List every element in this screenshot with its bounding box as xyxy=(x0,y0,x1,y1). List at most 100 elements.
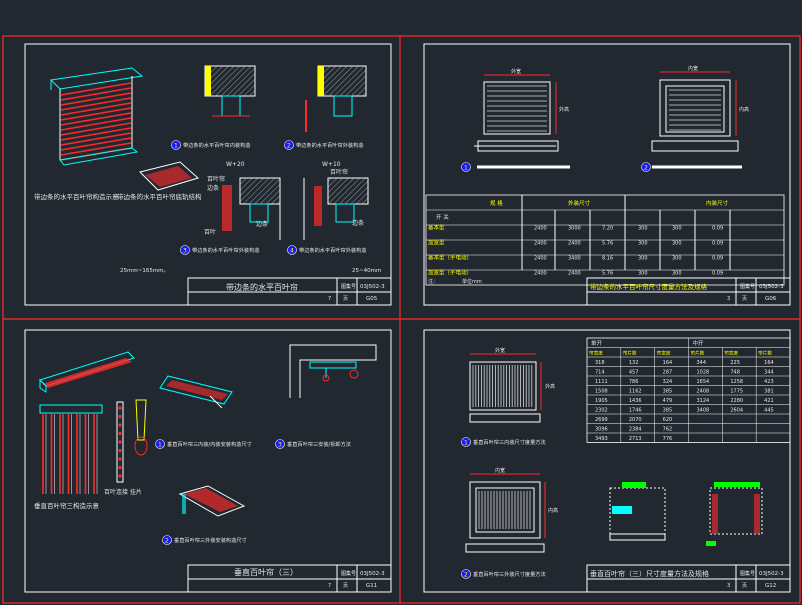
cell: 2604 xyxy=(730,408,743,414)
cell: 1654 xyxy=(697,379,710,385)
sheet-title: 垂直百叶帘（三） xyxy=(234,567,298,577)
mount-detail-right xyxy=(706,482,763,546)
cell: 5.76 xyxy=(602,241,613,247)
sheet-no: 7 xyxy=(328,296,331,302)
cell: 2400 xyxy=(534,226,547,232)
cell: 2400 xyxy=(534,256,547,262)
chain-link xyxy=(118,465,122,470)
item-marker xyxy=(641,162,651,172)
page-label: 页 xyxy=(343,583,348,589)
group-header: 外装尺寸 xyxy=(568,199,591,207)
cell: 385 xyxy=(663,389,673,395)
chain-link xyxy=(118,414,122,419)
cell: 2713 xyxy=(629,436,642,442)
sheet-title: 垂直百叶帘（三）尺寸度量方法及规格 xyxy=(590,569,709,578)
dim-outer-height: 外高 xyxy=(559,106,569,113)
dim-outer-width: 外宽 xyxy=(495,347,505,354)
horizontal-blind-iso xyxy=(49,67,144,166)
slat xyxy=(60,107,132,121)
row-label: 加宽型（手电动） xyxy=(428,269,472,277)
cell: 0.09 xyxy=(712,256,723,262)
vertical-blind-elevation-2 xyxy=(465,473,546,553)
cell: 748 xyxy=(730,370,740,376)
cell: 2070 xyxy=(629,417,642,423)
col-header: 帘宽度 xyxy=(657,350,671,357)
cell: 3408 xyxy=(697,408,710,414)
bottom-rail-detail xyxy=(139,161,200,191)
page-label: 页 xyxy=(343,296,348,302)
chain-link xyxy=(118,440,122,444)
slat xyxy=(60,127,132,141)
item-number: 2 xyxy=(287,142,291,149)
label-e: 百叶帘 xyxy=(330,168,348,176)
title-block-4: 垂直百叶帘（三）尺寸度量方法及规格 图集号 03J502-3 页 3 G12 xyxy=(586,564,791,593)
item-label: 垂直百叶帘三外装尺寸度量方法 xyxy=(473,570,546,578)
title-block-1: 带边条的水平百叶帘 图集号 03J502-3 页 7 G05 xyxy=(187,277,392,306)
dim-inner-height: 内高 xyxy=(548,507,558,514)
slat xyxy=(60,117,132,131)
cell: 786 xyxy=(629,379,639,385)
item-marker xyxy=(162,535,172,545)
item-number: 4 xyxy=(290,247,294,254)
dim-3: 25~40mm xyxy=(352,268,381,274)
cell: 3000 xyxy=(568,226,581,232)
cell: 421 xyxy=(764,398,774,404)
slat xyxy=(60,112,132,126)
title-block-2: 带边条的水平百叶帘尺寸度量方法及规格 图集号 03J502-3 页 3 G06 xyxy=(586,277,791,306)
item-number: 2 xyxy=(165,537,169,544)
item-label: 垂直百叶帘三外装安装构造尺寸 xyxy=(174,536,247,544)
page-no: G12 xyxy=(765,583,776,589)
page-no: G06 xyxy=(765,296,777,302)
cell: 479 xyxy=(663,398,673,404)
cell: 385 xyxy=(663,408,673,414)
dim-outer-width: 外宽 xyxy=(511,68,521,75)
vertical-blind-front xyxy=(39,404,103,494)
cell: 381 xyxy=(764,389,774,395)
cell: 1746 xyxy=(629,408,642,414)
cell: 1775 xyxy=(730,389,743,395)
label-d: 边条 xyxy=(256,220,268,228)
cell: 2400 xyxy=(568,241,581,247)
item-marker xyxy=(171,140,181,150)
cell: 300 xyxy=(672,271,682,277)
cell: 620 xyxy=(663,417,673,423)
item-marker xyxy=(275,439,285,449)
col-header: 帘片数 xyxy=(691,350,705,357)
cell: 164 xyxy=(663,360,673,366)
slat xyxy=(60,82,132,96)
item-number: 1 xyxy=(158,441,162,448)
cell: 1162 xyxy=(629,389,642,395)
cell: 2302 xyxy=(595,408,608,414)
cell: 714 xyxy=(595,370,605,376)
group-header: 单开 xyxy=(591,339,603,347)
sheet-no: 7 xyxy=(328,583,331,589)
row-header: 开 关 xyxy=(436,213,449,221)
sheet-title: 带边条的水平百叶帘尺寸度量方法及规格 xyxy=(590,282,708,291)
cell: 300 xyxy=(672,241,682,247)
cell: 324 xyxy=(663,379,673,385)
headrail-iso xyxy=(39,351,135,393)
row-label: 加宽型 xyxy=(428,239,445,247)
cell: 2384 xyxy=(629,427,642,433)
item-marker xyxy=(155,439,165,449)
col-header: 帘片数 xyxy=(623,350,637,357)
item-marker xyxy=(180,245,190,255)
label-b: 边条 xyxy=(207,184,219,192)
cell: 2280 xyxy=(730,398,743,404)
col-header: 帘片数 xyxy=(758,350,772,357)
dim-inner-width: 内宽 xyxy=(495,467,505,474)
item-number: 1 xyxy=(464,164,468,171)
cell: 457 xyxy=(629,370,639,376)
atlas-no: 03J502-3 xyxy=(759,571,784,577)
dim-inner-width: 内宽 xyxy=(688,65,698,72)
row-label: 基本型（手电动） xyxy=(428,254,472,262)
cell: 3400 xyxy=(568,256,581,262)
cell: 2408 xyxy=(697,389,710,395)
cell: 1028 xyxy=(697,370,710,376)
cell: 344 xyxy=(697,360,707,366)
label-a: 百叶帘 xyxy=(207,175,225,183)
cell: 300 xyxy=(638,226,648,232)
